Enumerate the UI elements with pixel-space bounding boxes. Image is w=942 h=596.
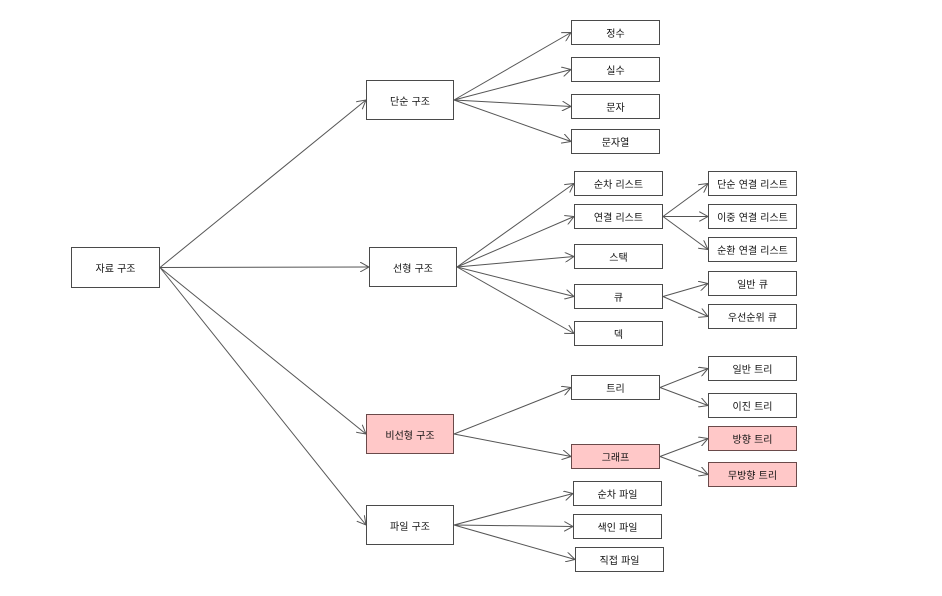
node-label: 단순 연결 리스트 <box>717 180 788 191</box>
edge-root-to-simple <box>159 100 366 268</box>
node-label: 비선형 구조 <box>385 430 435 442</box>
edge-linked_list-to-singly <box>662 184 708 217</box>
node-label: 단순 구조 <box>390 96 430 108</box>
node-sequential-file: 순차 파일 <box>573 481 662 506</box>
edge-nonlinear-to-graph <box>453 433 571 457</box>
node-integer: 정수 <box>571 20 660 45</box>
node-stack: 스택 <box>574 244 663 269</box>
edge-linear-to-linked_list <box>456 217 574 268</box>
node-label: 문자열 <box>601 138 630 149</box>
node-linear-structure: 선형 구조 <box>369 247 457 287</box>
edge-simple-to-integer <box>453 33 571 101</box>
edge-nonlinear-to-tree <box>453 388 571 435</box>
node-label: 순차 리스트 <box>593 180 644 191</box>
node-label: 트리 <box>606 384 625 395</box>
node-label: 이중 연결 리스트 <box>717 213 788 224</box>
node-label: 일반 트리 <box>732 365 773 376</box>
node-directed-tree: 방향 트리 <box>708 426 797 451</box>
edge-simple-to-real <box>453 70 571 101</box>
node-undirected-tree: 무방향 트리 <box>708 462 797 487</box>
node-doubly-linked-list: 이중 연결 리스트 <box>708 204 797 229</box>
node-singly-linked-list: 단순 연결 리스트 <box>708 171 797 196</box>
edge-root-to-file <box>159 267 366 526</box>
edge-tree-to-general_tree <box>659 369 708 388</box>
node-label: 연결 리스트 <box>593 213 644 224</box>
edge-queue-to-normal_queue <box>662 284 708 297</box>
node-normal-queue: 일반 큐 <box>708 271 797 296</box>
node-priority-queue: 우선순위 큐 <box>708 304 797 329</box>
node-nonlinear-structure: 비선형 구조 <box>366 414 454 454</box>
node-char: 문자 <box>571 94 660 119</box>
edge-file-to-index_file <box>453 525 573 527</box>
node-label: 무방향 트리 <box>727 471 778 482</box>
node-label: 실수 <box>606 66 625 77</box>
edge-root-to-linear <box>159 267 369 268</box>
node-label: 우선순위 큐 <box>727 313 778 324</box>
node-real: 실수 <box>571 57 660 82</box>
node-label: 파일 구조 <box>390 521 430 533</box>
node-general-tree: 일반 트리 <box>708 356 797 381</box>
node-label: 순차 파일 <box>597 490 638 501</box>
edge-graph-to-undirected_tree <box>659 456 708 475</box>
node-label: 색인 파일 <box>597 523 638 534</box>
edge-linear-to-seq_list <box>456 184 574 268</box>
node-label: 자료 구조 <box>95 264 136 275</box>
edge-file-to-direct_file <box>453 524 575 560</box>
node-simple-structure: 단순 구조 <box>366 80 454 120</box>
node-label: 선형 구조 <box>393 263 433 275</box>
node-label: 큐 <box>613 293 624 304</box>
node-label: 정수 <box>606 29 625 40</box>
node-data-structure: 자료 구조 <box>71 247 160 288</box>
node-file-structure: 파일 구조 <box>366 505 454 545</box>
node-graph: 그래프 <box>571 444 660 469</box>
node-binary-tree: 이진 트리 <box>708 393 797 418</box>
node-linked-list: 연결 리스트 <box>574 204 663 229</box>
edge-queue-to-priority_queue <box>662 296 708 317</box>
node-label: 일반 큐 <box>737 280 768 291</box>
node-index-file: 색인 파일 <box>573 514 662 539</box>
node-label: 문자 <box>606 103 625 114</box>
node-label: 방향 트리 <box>732 435 773 446</box>
node-circular-linked-list: 순환 연결 리스트 <box>708 237 797 262</box>
edge-linked_list-to-circular <box>662 216 708 250</box>
node-queue: 큐 <box>574 284 663 309</box>
node-label: 그래프 <box>601 453 630 464</box>
node-deque: 덱 <box>574 321 663 346</box>
edge-file-to-seq_file <box>453 494 573 526</box>
edge-linear-to-queue <box>456 266 574 297</box>
edge-simple-to-char <box>453 99 571 107</box>
node-string: 문자열 <box>571 129 660 154</box>
edge-tree-to-binary_tree <box>659 387 708 406</box>
node-sequential-list: 순차 리스트 <box>574 171 663 196</box>
edge-linear-to-stack <box>456 257 574 268</box>
edge-graph-to-directed_tree <box>659 439 708 457</box>
edge-root-to-nonlinear <box>159 267 366 435</box>
node-tree: 트리 <box>571 375 660 400</box>
node-label: 덱 <box>613 330 624 341</box>
edge-linear-to-deque <box>456 266 574 334</box>
node-direct-file: 직접 파일 <box>575 547 664 572</box>
node-label: 스택 <box>609 253 628 264</box>
node-label: 순환 연결 리스트 <box>717 246 788 257</box>
node-label: 직접 파일 <box>599 556 640 567</box>
edge-simple-to-string <box>453 99 571 142</box>
node-label: 이진 트리 <box>732 402 773 413</box>
